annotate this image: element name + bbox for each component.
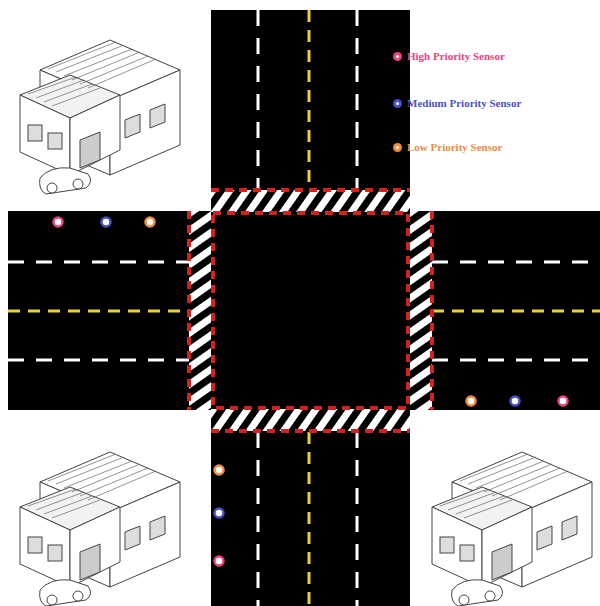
- legend-swatch: [393, 143, 402, 152]
- house-sketch: [432, 452, 592, 606]
- crosswalk: [189, 211, 211, 410]
- swatch-center: [396, 55, 399, 58]
- crosswalk: [211, 190, 410, 212]
- legend-item: High Priority Sensor: [393, 50, 505, 63]
- legend-text: High Priority Sensor: [407, 50, 505, 63]
- house-sketch: [20, 40, 180, 194]
- swatch-center: [396, 102, 399, 105]
- legend-item: Medium Priority Sensor: [393, 97, 521, 110]
- horizontal-road: [8, 211, 600, 410]
- swatch-center: [396, 146, 399, 149]
- legend-item: Low Priority Sensor: [393, 141, 502, 154]
- vertical-road: [211, 10, 410, 606]
- crosswalk: [410, 211, 432, 410]
- legend-text: Medium Priority Sensor: [407, 97, 521, 110]
- house-sketch: [20, 452, 180, 606]
- crosswalk: [211, 409, 410, 431]
- intersection-box: [213, 213, 408, 408]
- legend-swatch: [393, 99, 402, 108]
- legend-swatch: [393, 52, 402, 61]
- legend-text: Low Priority Sensor: [407, 141, 502, 154]
- sensor-markers: [54, 218, 568, 566]
